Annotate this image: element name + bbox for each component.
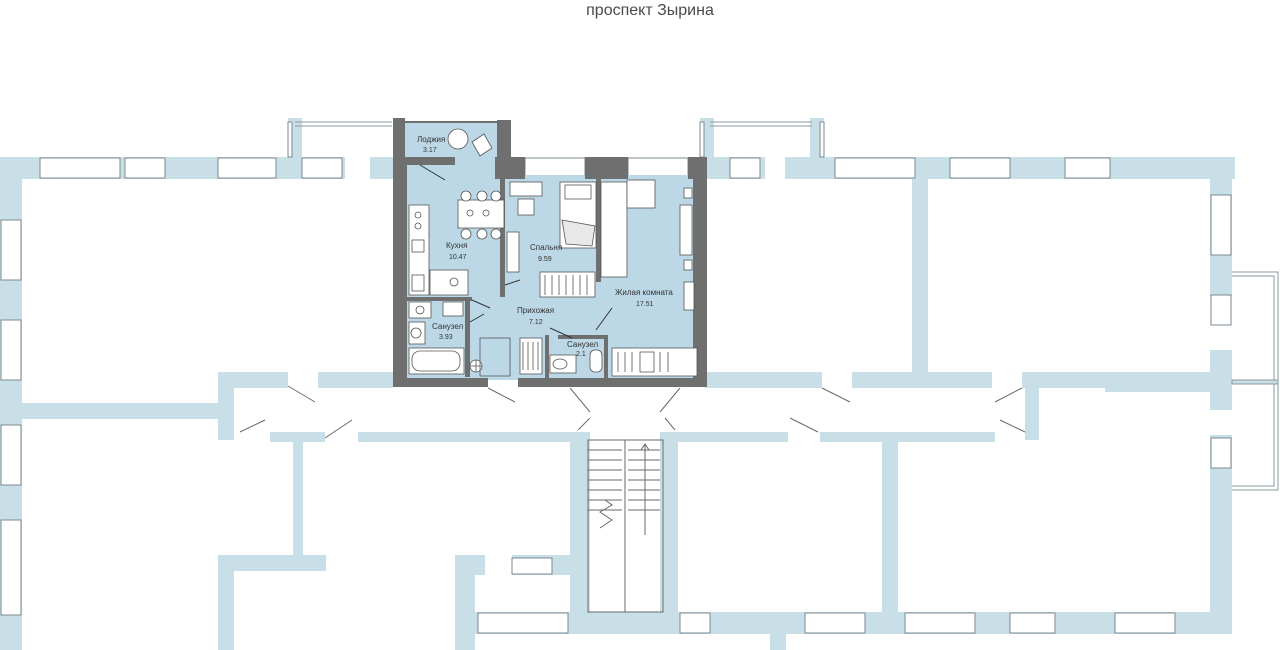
kitchen-name: Кухня: [446, 241, 467, 250]
bedroom-name: Спальня: [530, 243, 562, 252]
kitchen-area: 10.47: [449, 254, 467, 261]
bath2-fixtures: [519, 337, 603, 375]
bath1-area: 3.93: [439, 334, 453, 341]
bedroom-area: 9.59: [538, 256, 552, 263]
living-furniture: [600, 179, 698, 377]
loggia-railings: [295, 121, 1279, 491]
bath2-name: Санузел: [567, 340, 598, 349]
bath1-fixtures: [408, 301, 483, 375]
staircase: [587, 439, 664, 613]
loggia-name: Лоджия: [417, 135, 445, 144]
loggia-furniture: [447, 128, 493, 157]
windows: [0, 121, 1232, 634]
living-area: 17.51: [636, 301, 654, 308]
apartment: [393, 118, 707, 387]
hallway-wardrobe: [479, 337, 511, 377]
doors: [239, 385, 1026, 439]
bath2-area: 2.1: [576, 351, 586, 358]
bedroom-furniture: [506, 181, 597, 298]
bath1-name: Санузел: [432, 322, 463, 331]
loggia-area: 3.17: [423, 147, 437, 154]
hallway-name: Прихожая: [517, 306, 554, 315]
kitchen-furniture: [408, 190, 505, 296]
living-name: Жилая комната: [615, 288, 673, 297]
room-labels: Лоджия 3.17 Кухня 10.47 Спальня 9.59 Жил…: [417, 135, 673, 358]
street-name-label: проспект Зырина: [586, 2, 714, 19]
hallway-area: 7.12: [529, 319, 543, 326]
